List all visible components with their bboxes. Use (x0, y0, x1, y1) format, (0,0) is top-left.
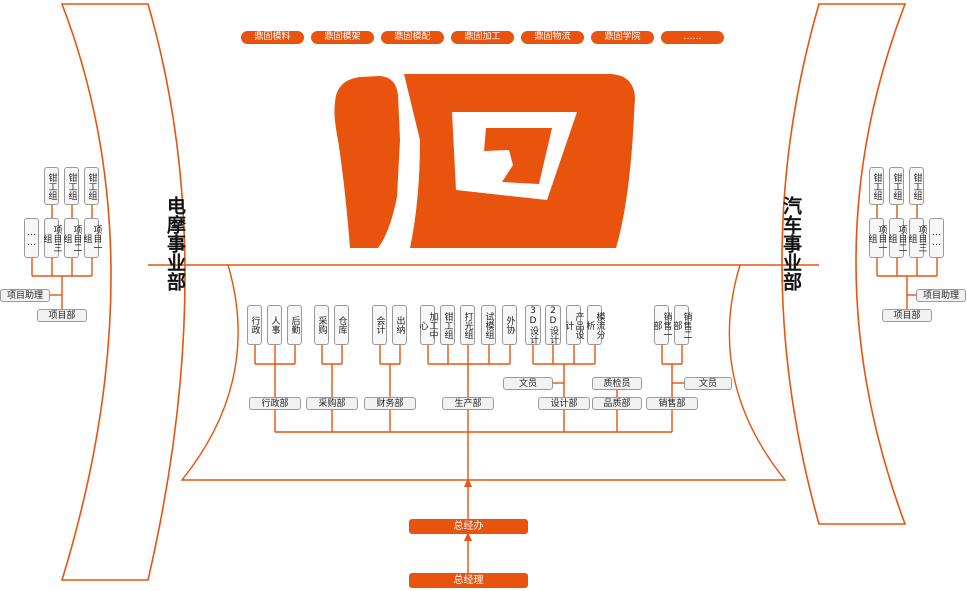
sub-sales-1: 销售一部 (652, 305, 672, 345)
sub-chuna: 出纳 (392, 305, 407, 345)
dept-purchase: 采购部 (306, 397, 358, 410)
design-clerk: 文员 (503, 377, 553, 390)
left-qiangong-group-1: 钳工组 (44, 167, 59, 205)
dept-sales: 销售部 (646, 397, 698, 410)
left-project-group-1: 项目一组 (82, 218, 102, 258)
dept-admin: 行政部 (249, 397, 301, 410)
sub-2d-design: 2D设计 (545, 305, 561, 345)
right-more-groups: …… (929, 218, 944, 258)
general-office: 总经办 (409, 519, 528, 534)
right-curved-band (781, 3, 907, 525)
right-project-dept: 项目部 (882, 309, 932, 322)
sub-shimo-zu: 试模组 (481, 305, 496, 345)
tab-mopei[interactable]: 鼎固模配 (381, 31, 444, 44)
left-project-dept: 项目部 (37, 309, 87, 322)
right-project-group-3: 项目三组 (907, 218, 927, 258)
left-curved-band (60, 3, 186, 581)
left-more-groups: …… (24, 218, 39, 258)
tab-more[interactable]: …… (661, 31, 724, 44)
left-project-assistant: 项目助理 (0, 289, 50, 302)
left-qiangong-group-2: 钳工组 (64, 167, 79, 205)
sub-houqin: 后勤 (287, 305, 302, 345)
tab-moliao[interactable]: 鼎固模料 (241, 31, 304, 44)
sub-caigou: 采购 (314, 305, 329, 345)
dept-production: 生产部 (442, 397, 494, 410)
left-unit-title: 电摩事业部 (164, 196, 186, 291)
sub-moldflow-analysis: 模流分析 (585, 305, 605, 345)
central-frame (180, 264, 787, 481)
tab-jiagong[interactable]: 鼎固加工 (451, 31, 514, 44)
tab-wuliu[interactable]: 鼎固物流 (521, 31, 584, 44)
tab-mojia[interactable]: 鼎固模架 (311, 31, 374, 44)
sub-cangku: 仓库 (334, 305, 349, 345)
left-project-group-2: 项目二组 (62, 218, 82, 258)
tab-xueyuan[interactable]: 鼎固学院 (591, 31, 654, 44)
sub-qiangong-zu: 钳工组 (440, 305, 455, 345)
sub-jiagong-zhongxin: 加工中心 (418, 305, 438, 345)
sub-waixie: 外协 (502, 305, 517, 345)
sub-sales-2: 销售二部 (672, 305, 692, 345)
right-project-assistant: 项目助理 (916, 289, 966, 302)
left-project-group-3: 项目三组 (42, 218, 62, 258)
right-qiangong-group-2: 钳工组 (889, 167, 904, 205)
dept-finance: 财务部 (364, 397, 416, 410)
right-qiangong-group-3: 钳工组 (909, 167, 924, 205)
right-unit-title: 汽车事业部 (780, 196, 802, 291)
dept-design: 设计部 (538, 397, 590, 410)
right-project-group-1: 项目一组 (867, 218, 887, 258)
sub-daguang-zu: 打光组 (460, 305, 475, 345)
right-qiangong-group-1: 钳工组 (869, 167, 884, 205)
sales-clerk: 文员 (684, 377, 732, 390)
quality-inspector: 质检员 (592, 377, 642, 390)
sub-product-design: 产品设计 (564, 305, 584, 345)
right-project-group-2: 项目二组 (887, 218, 907, 258)
sub-3d-design: 3D设计 (525, 305, 541, 345)
general-manager: 总经理 (409, 573, 528, 588)
dept-quality: 品质部 (592, 397, 642, 410)
left-qiangong-group-3: 钳工组 (84, 167, 99, 205)
sub-renshi: 人事 (267, 305, 282, 345)
sub-xingzheng: 行政 (247, 305, 262, 345)
sub-kuaiji: 会计 (372, 305, 387, 345)
